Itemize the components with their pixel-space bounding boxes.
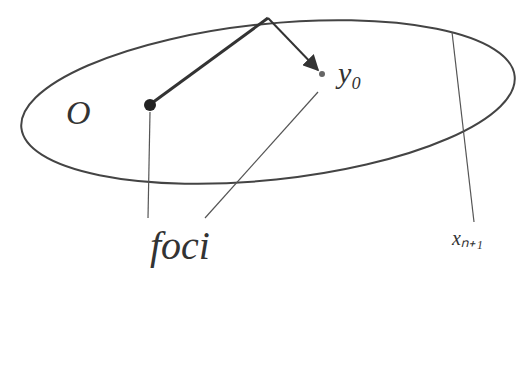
leader-line [205, 92, 318, 218]
focus-dot [319, 71, 325, 77]
leader-line [148, 112, 150, 218]
ellipse-outline [13, 0, 523, 205]
point-label: xₙ₊₁ [452, 228, 483, 248]
point-label: y₀ [338, 58, 362, 88]
caption-label: foci [150, 226, 210, 266]
focal-radius [152, 18, 268, 103]
focal-radius-arrow [268, 18, 318, 70]
focus-dot [144, 99, 156, 111]
point-label: O [66, 96, 91, 130]
leader-line [452, 32, 474, 222]
